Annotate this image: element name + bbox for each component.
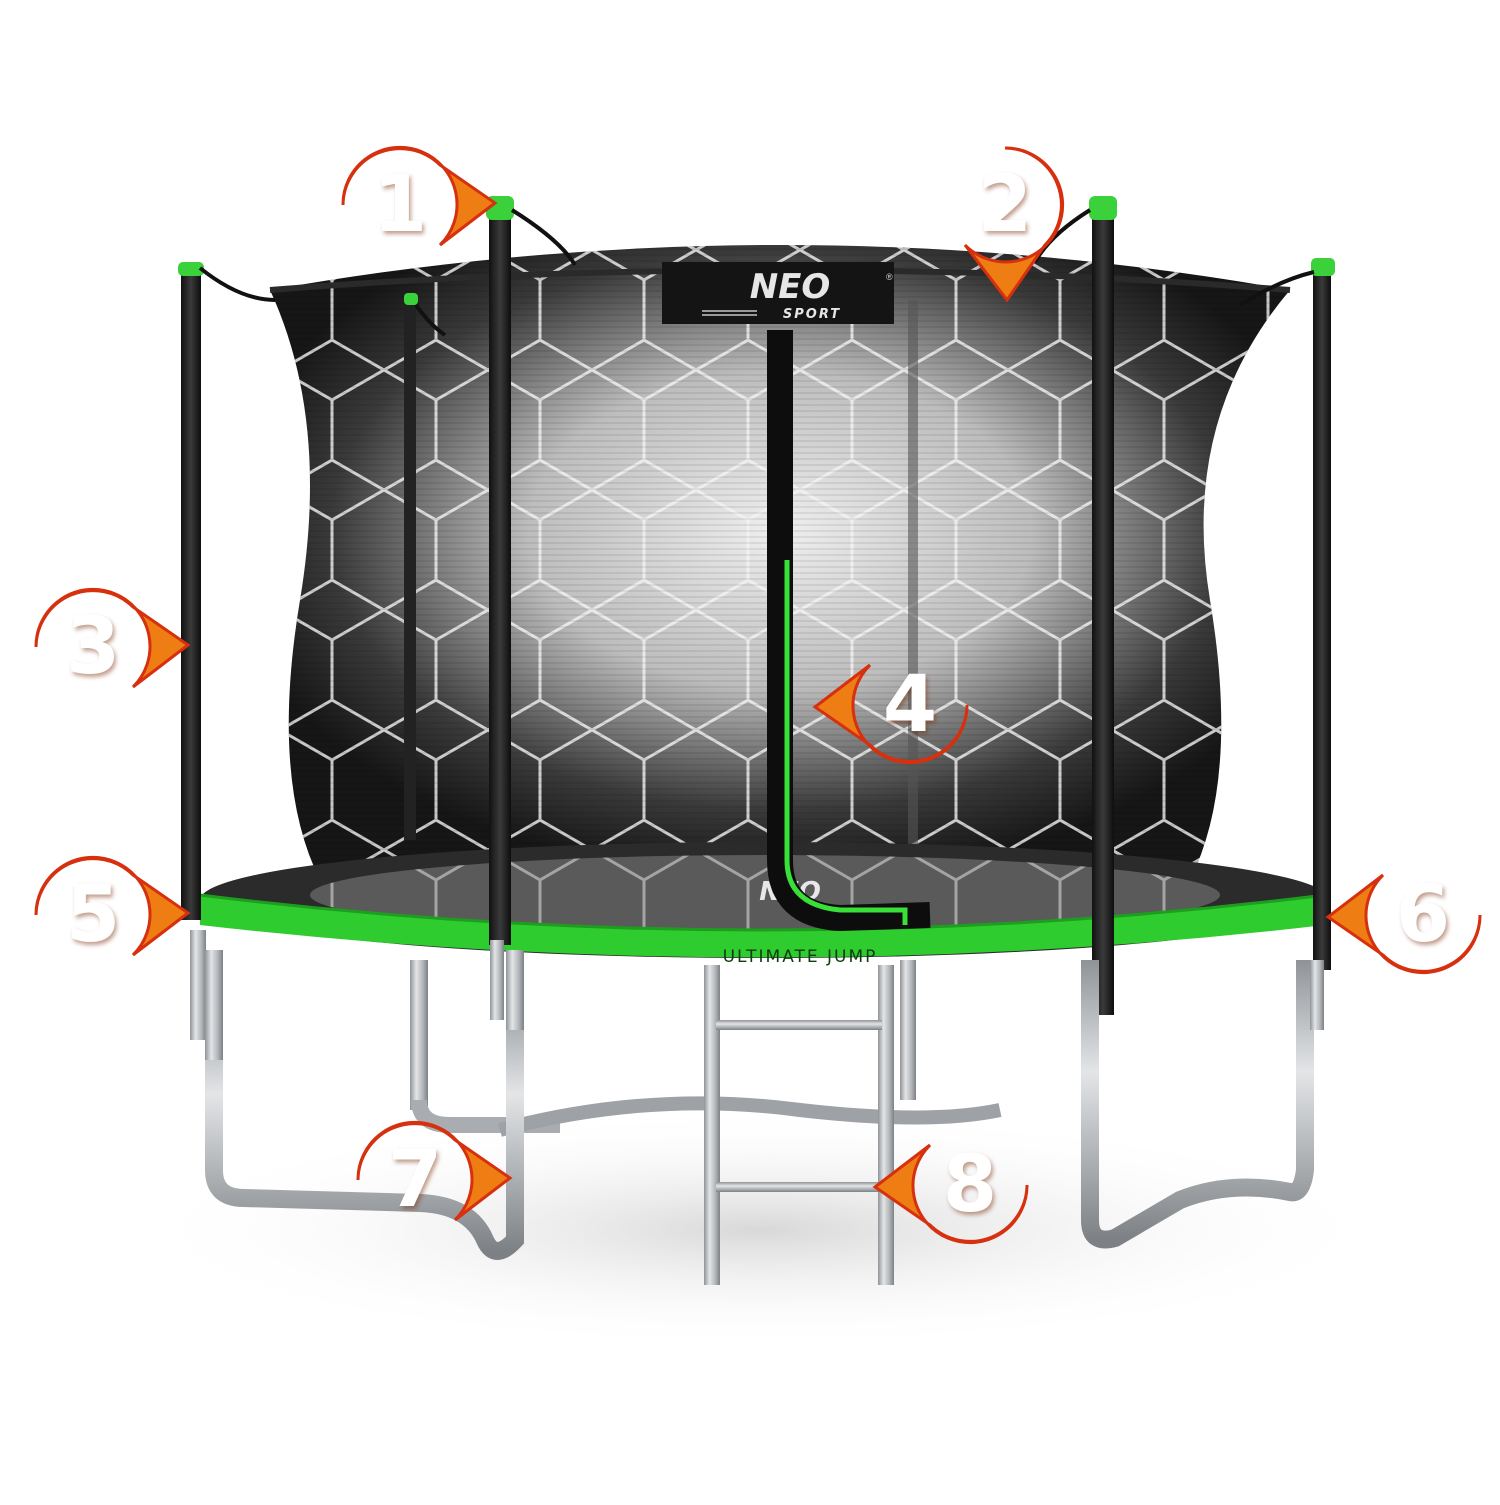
brand-sub: SPORT — [783, 307, 841, 322]
ladder — [704, 965, 894, 1285]
brand-main: NEO — [750, 267, 831, 307]
callout-marker-3[interactable]: 3 — [28, 582, 191, 712]
svg-text:®: ® — [886, 272, 893, 282]
marker-number: 7 — [387, 1135, 443, 1225]
marker-number: 5 — [65, 870, 121, 960]
marker-number: 6 — [1395, 870, 1451, 960]
back-legs — [410, 960, 1314, 1137]
callout-marker-6[interactable]: 6 — [1325, 850, 1488, 980]
net-poles — [178, 196, 1335, 1015]
marker-number: 4 — [882, 660, 938, 750]
callout-marker-4[interactable]: 4 — [812, 640, 975, 770]
callout-marker-1[interactable]: 1 — [335, 140, 498, 270]
callout-marker-5[interactable]: 5 — [28, 850, 191, 980]
safety-pad: ULTIMATE JUMP — [199, 893, 1326, 967]
net-entrance — [767, 330, 931, 932]
marker-number: 1 — [372, 160, 428, 250]
callout-marker-8[interactable]: 8 — [872, 1120, 1035, 1250]
floor-shadow — [120, 1110, 1400, 1350]
callout-marker-7[interactable]: 7 — [350, 1115, 513, 1245]
brand-banner: NEO SPORT ® — [662, 262, 894, 324]
callout-marker-2[interactable]: 2 — [940, 140, 1070, 303]
marker-number: 2 — [977, 160, 1033, 250]
marker-number: 3 — [65, 602, 121, 692]
marker-number: 8 — [942, 1140, 998, 1230]
w-legs — [190, 930, 1324, 1260]
pad-label: ULTIMATE JUMP — [723, 947, 878, 967]
